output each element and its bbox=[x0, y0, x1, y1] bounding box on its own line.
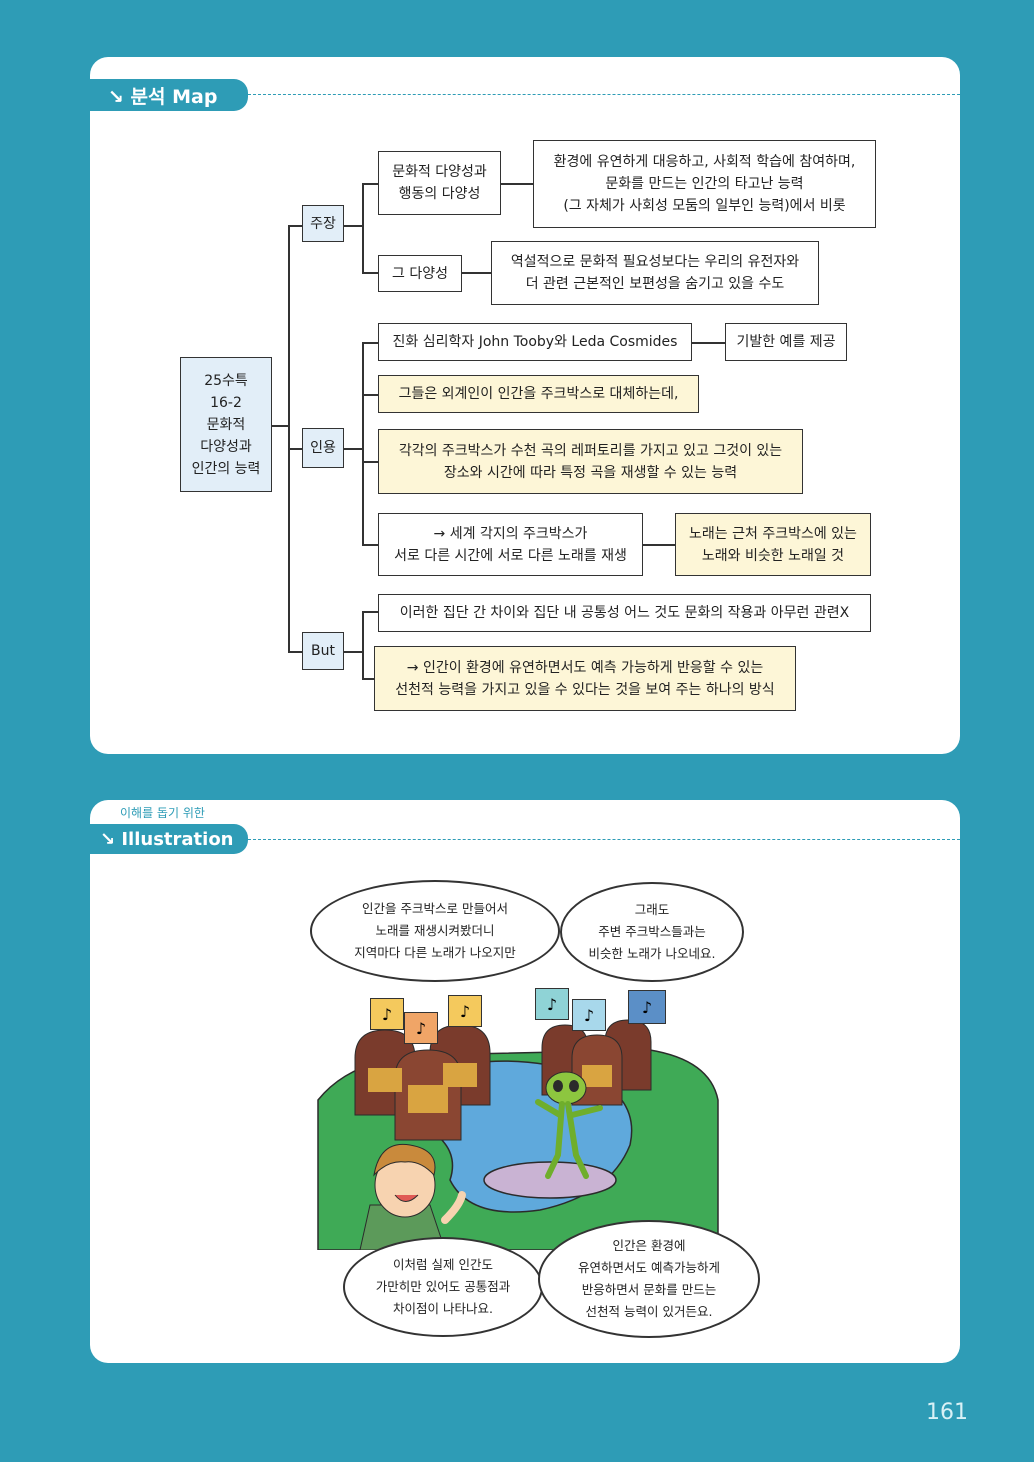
music-note-icon: ♪ bbox=[572, 999, 606, 1031]
connector bbox=[362, 611, 364, 679]
claim-branch-1-detail: 환경에 유연하게 대응하고, 사회적 학습에 참여하며, 문화를 만드는 인간의… bbox=[533, 140, 876, 228]
illustration-title: ↘ Illustration bbox=[100, 828, 234, 850]
divider bbox=[248, 839, 960, 840]
connector bbox=[362, 544, 378, 546]
analysis-map-tab: ↘ 분석 Map bbox=[90, 79, 248, 111]
cite-branch-1-detail: 기발한 예를 제공 bbox=[725, 323, 847, 361]
claim-node: 주장 bbox=[302, 205, 344, 242]
claim-node-label: 주장 bbox=[310, 215, 336, 232]
cite-branch-3-text: 각각의 주크박스가 수천 곡의 레퍼토리를 가지고 있고 그것이 있는 장소와 … bbox=[398, 442, 783, 481]
connector bbox=[643, 544, 675, 546]
speech-bubble-4-text: 인간은 환경에 유연하면서도 예측가능하게 반응하면서 문화를 만드는 선천적 … bbox=[578, 1238, 720, 1319]
music-note-icon: ♪ bbox=[628, 990, 666, 1024]
cite-branch-4-detail: 노래는 근처 주크박스에 있는 노래와 비슷한 노래일 것 bbox=[675, 513, 871, 576]
claim-branch-1: 문화적 다양성과 행동의 다양성 bbox=[378, 151, 501, 215]
claim-branch-2: 그 다양성 bbox=[378, 255, 462, 292]
speech-bubble-2: 그래도 주변 주크박스들과는 비슷한 노래가 나오네요. bbox=[560, 882, 744, 982]
connector bbox=[362, 461, 378, 463]
cite-branch-1: 진화 심리학자 John Tooby와 Leda Cosmides bbox=[378, 323, 692, 361]
connector bbox=[288, 651, 302, 653]
speech-bubble-1-text: 인간을 주크박스로 만들어서 노래를 재생시켜봤더니 지역마다 다른 노래가 나… bbox=[354, 901, 516, 960]
page-number: 161 bbox=[926, 1400, 968, 1425]
cite-branch-2-text: 그들은 외계인이 인간을 주크박스로 대체하는데, bbox=[398, 386, 679, 402]
illustration-small-label: 이해를 돕기 위한 bbox=[120, 806, 205, 820]
connector bbox=[288, 448, 302, 450]
connector bbox=[362, 394, 378, 396]
but-node-label: But bbox=[311, 643, 335, 659]
cite-branch-4-detail-text: 노래는 근처 주크박스에 있는 노래와 비슷한 노래일 것 bbox=[689, 525, 857, 564]
connector bbox=[362, 342, 364, 545]
cite-branch-2: 그들은 외계인이 인간을 주크박스로 대체하는데, bbox=[378, 375, 699, 413]
cite-branch-1-text: 진화 심리학자 John Tooby와 Leda Cosmides bbox=[392, 334, 678, 350]
music-note-icon: ♪ bbox=[448, 995, 482, 1027]
root-node: 25수특 16-2 문화적 다양성과 인간의 능력 bbox=[180, 357, 272, 492]
connector bbox=[288, 225, 302, 227]
cite-node: 인용 bbox=[302, 428, 344, 468]
claim-branch-1-detail-text: 환경에 유연하게 대응하고, 사회적 학습에 참여하며, 문화를 만드는 인간의… bbox=[553, 154, 856, 214]
claim-branch-2-detail: 역설적으로 문화적 필요성보다는 우리의 유전자와 더 관련 근본적인 보편성을… bbox=[491, 241, 819, 305]
divider bbox=[248, 94, 960, 95]
connector bbox=[344, 225, 362, 227]
alien-figure bbox=[535, 1071, 603, 1179]
cite-node-label: 인용 bbox=[310, 440, 336, 456]
analysis-map-title: ↘ 분석 Map bbox=[108, 85, 218, 108]
but-branch-1-text: 이러한 집단 간 차이와 집단 내 공통성 어느 것도 문화의 작용과 아무런 … bbox=[399, 605, 850, 621]
jukebox-group-left bbox=[354, 1024, 491, 1141]
illustration-tab: ↘ Illustration bbox=[90, 824, 248, 854]
connector bbox=[501, 183, 533, 185]
connector bbox=[344, 651, 362, 653]
but-node: But bbox=[302, 632, 344, 670]
connector bbox=[362, 183, 364, 273]
but-branch-2-text: → 인간이 환경에 유연하면서도 예측 가능하게 반응할 수 있는 선천적 능력… bbox=[395, 659, 775, 698]
but-branch-2: → 인간이 환경에 유연하면서도 예측 가능하게 반응할 수 있는 선천적 능력… bbox=[374, 646, 796, 711]
connector bbox=[362, 272, 378, 274]
cite-branch-1-detail-text: 기발한 예를 제공 bbox=[736, 334, 836, 350]
connector bbox=[272, 425, 288, 427]
speech-bubble-1: 인간을 주크박스로 만들어서 노래를 재생시켜봤더니 지역마다 다른 노래가 나… bbox=[310, 880, 560, 982]
connector bbox=[362, 342, 378, 344]
music-note-icon: ♪ bbox=[404, 1012, 438, 1044]
connector bbox=[344, 448, 362, 450]
root-node-text: 25수특 16-2 문화적 다양성과 인간의 능력 bbox=[191, 372, 261, 477]
illustration-scene bbox=[317, 1019, 719, 1250]
connector bbox=[362, 183, 378, 185]
connector bbox=[692, 342, 725, 344]
speech-bubble-2-text: 그래도 주변 주크박스들과는 비슷한 노래가 나오네요. bbox=[588, 902, 716, 961]
music-note-icon: ♪ bbox=[370, 998, 404, 1030]
speech-bubble-3-text: 이처럼 실제 인간도 가만히만 있어도 공통점과 차이점이 나타나요. bbox=[375, 1257, 511, 1316]
speech-bubble-4: 인간은 환경에 유연하면서도 예측가능하게 반응하면서 문화를 만드는 선천적 … bbox=[538, 1220, 760, 1338]
claim-branch-1-text: 문화적 다양성과 행동의 다양성 bbox=[392, 164, 487, 202]
speech-bubble-3: 이처럼 실제 인간도 가만히만 있어도 공통점과 차이점이 나타나요. bbox=[343, 1237, 543, 1337]
connector bbox=[288, 225, 290, 652]
connector bbox=[462, 272, 491, 274]
cite-branch-4-text: → 세계 각지의 주크박스가 서로 다른 시간에 서로 다른 노래를 재생 bbox=[394, 525, 627, 564]
connector bbox=[362, 678, 374, 680]
cite-branch-4: → 세계 각지의 주크박스가 서로 다른 시간에 서로 다른 노래를 재생 bbox=[378, 513, 643, 576]
cite-branch-3: 각각의 주크박스가 수천 곡의 레퍼토리를 가지고 있고 그것이 있는 장소와 … bbox=[378, 429, 803, 494]
music-note-icon: ♪ bbox=[535, 988, 569, 1020]
claim-branch-2-text: 그 다양성 bbox=[392, 265, 448, 282]
claim-branch-2-detail-text: 역설적으로 문화적 필요성보다는 우리의 유전자와 더 관련 근본적인 보편성을… bbox=[510, 254, 800, 292]
but-branch-1: 이러한 집단 간 차이와 집단 내 공통성 어느 것도 문화의 작용과 아무런 … bbox=[378, 594, 871, 632]
connector bbox=[362, 611, 378, 613]
